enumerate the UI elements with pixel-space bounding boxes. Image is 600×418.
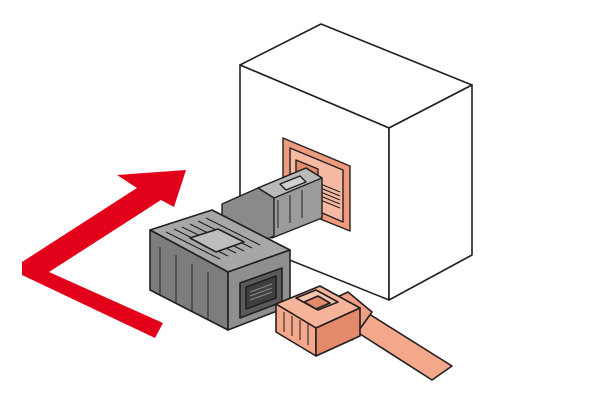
insert-direction-arrow-icon (22, 170, 186, 338)
ethernet-cable-plug-icon (275, 285, 453, 381)
rj45-right-angle-adapter-icon (149, 209, 291, 331)
